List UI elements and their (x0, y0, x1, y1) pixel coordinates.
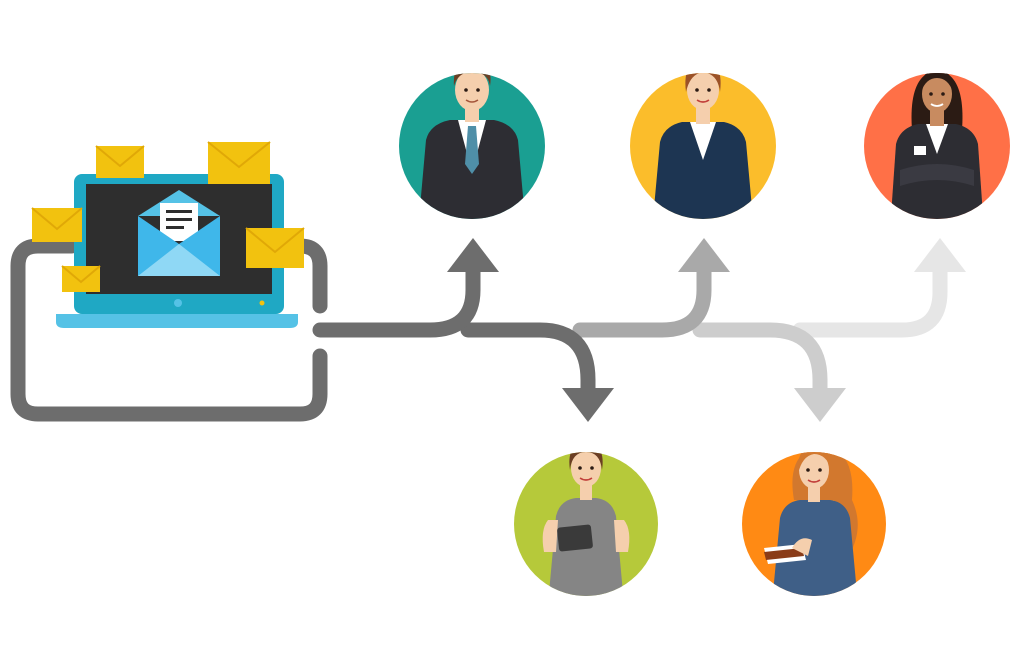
laptop-camera (174, 299, 182, 307)
envelope-icon (31, 207, 83, 242)
laptop-led (259, 300, 265, 306)
arrow-icon (562, 388, 614, 422)
person-avatar-icon (514, 452, 658, 596)
flow-lines (10, 238, 948, 422)
person-avatar-icon (864, 73, 1010, 219)
arrow-icon (914, 238, 966, 272)
flow-loop (10, 238, 328, 422)
person-avatar-icon (742, 452, 886, 596)
laptop-email-icon (31, 141, 305, 328)
envelope-icon (245, 227, 305, 268)
arrow-icon (678, 238, 730, 272)
person-avatar-icon (630, 73, 776, 219)
flow-line-to-woman-tablet (460, 322, 596, 400)
laptop-base (56, 314, 298, 328)
envelope-icon (207, 141, 271, 184)
envelope-icon (61, 265, 101, 292)
flow-line-to-woman-notebook (692, 322, 828, 400)
person-avatar-icon (399, 73, 545, 219)
flow-line-to-woman-arms-crossed (792, 260, 948, 338)
flow-line-to-woman-navy-suit (572, 260, 712, 338)
arrow-icon (447, 238, 499, 272)
flow-line-to-man-suit (312, 260, 481, 338)
open-envelope-icon (138, 190, 220, 276)
arrow-heads (447, 238, 966, 422)
arrow-icon (794, 388, 846, 422)
envelope-icon (95, 145, 145, 178)
